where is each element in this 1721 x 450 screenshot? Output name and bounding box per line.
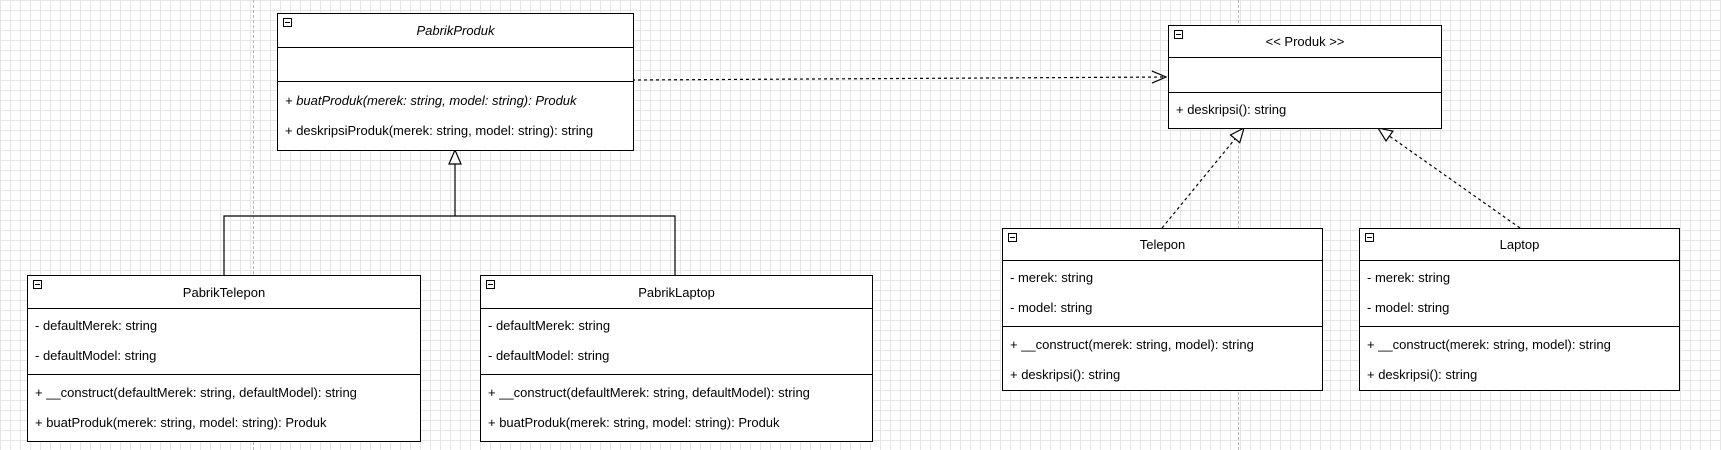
- generalization-connector-pabrik-telepon[interactable]: [223, 215, 455, 275]
- class-name: PabrikTelepon: [182, 284, 266, 300]
- attribute-row: - defaultMerek: string: [35, 318, 158, 333]
- methods-section: + __construct(defaultMerek: string, defa…: [28, 375, 420, 438]
- attribute-row: - defaultMerek: string: [488, 318, 611, 333]
- methods-section: + __construct(merek: string, model): str…: [1360, 327, 1679, 390]
- class-box-laptop[interactable]: Laptop - merek: string - model: string +…: [1359, 228, 1680, 391]
- class-header: PabrikTelepon: [28, 276, 420, 309]
- class-name: Telepon: [1139, 237, 1186, 252]
- attributes-section: - defaultMerek: string - defaultModel: s…: [28, 309, 420, 375]
- methods-section: + deskripsi(): string: [1169, 93, 1441, 125]
- collapse-toggle-icon[interactable]: [1008, 233, 1017, 242]
- attributes-section: [278, 48, 633, 82]
- generalization-connector-pabrik-laptop[interactable]: [455, 215, 676, 275]
- methods-section: + __construct(merek: string, model): str…: [1003, 327, 1322, 390]
- class-box-pabrik-laptop[interactable]: PabrikLaptop - defaultMerek: string - de…: [480, 275, 873, 442]
- class-box-telepon[interactable]: Telepon - merek: string - model: string …: [1002, 228, 1323, 391]
- method-row: + buatProduk(merek: string, model: strin…: [488, 415, 780, 430]
- attribute-row: - defaultModel: string: [35, 348, 157, 363]
- methods-section: + __construct(defaultMerek: string, defa…: [481, 375, 872, 438]
- method-row: + __construct(defaultMerek: string, defa…: [35, 385, 357, 400]
- class-name: PabrikProduk: [416, 23, 495, 38]
- dependency-connector[interactable]: [631, 77, 1166, 80]
- class-name: Laptop: [1499, 237, 1540, 252]
- canvas-guide-line: [1238, 0, 1239, 450]
- attributes-section: - merek: string - model: string: [1360, 261, 1679, 327]
- method-row: + __construct(merek: string, model): str…: [1367, 337, 1611, 352]
- class-name: << Produk >>: [1265, 34, 1345, 49]
- realization-connector-laptop[interactable]: [1378, 128, 1521, 229]
- method-row: + deskripsiProduk(merek: string, model: …: [285, 123, 594, 138]
- attribute-row: - model: string: [1010, 300, 1093, 315]
- collapse-toggle-icon[interactable]: [1365, 233, 1374, 242]
- method-row: + deskripsi(): string: [1176, 102, 1287, 117]
- collapse-toggle-icon[interactable]: [1174, 30, 1183, 39]
- class-header: PabrikLaptop: [481, 276, 872, 309]
- class-header: PabrikProduk: [278, 14, 633, 48]
- attributes-section: [1169, 58, 1441, 93]
- class-box-produk[interactable]: << Produk >> + deskripsi(): string: [1168, 25, 1442, 129]
- attribute-row: - merek: string: [1010, 270, 1094, 285]
- canvas-guide-line: [253, 0, 254, 450]
- attribute-row: - merek: string: [1367, 270, 1451, 285]
- method-row: + buatProduk(merek: string, model: strin…: [35, 415, 327, 430]
- method-row: + __construct(merek: string, model): str…: [1010, 337, 1254, 352]
- class-box-pabrik-produk[interactable]: PabrikProduk + buatProduk(merek: string,…: [277, 13, 634, 151]
- attribute-row: - model: string: [1367, 300, 1450, 315]
- class-box-pabrik-telepon[interactable]: PabrikTelepon - defaultMerek: string - d…: [27, 275, 421, 442]
- method-row: + deskripsi(): string: [1010, 367, 1121, 382]
- collapse-toggle-icon[interactable]: [283, 18, 292, 27]
- attributes-section: - defaultMerek: string - defaultModel: s…: [481, 309, 872, 375]
- method-row: + __construct(defaultMerek: string, defa…: [488, 385, 810, 400]
- realization-connector-telepon[interactable]: [1161, 128, 1244, 229]
- attributes-section: - merek: string - model: string: [1003, 261, 1322, 327]
- class-header: Laptop: [1360, 229, 1679, 261]
- collapse-toggle-icon[interactable]: [33, 280, 42, 289]
- class-name: PabrikLaptop: [638, 284, 715, 300]
- methods-section: + buatProduk(merek: string, model: strin…: [278, 82, 633, 146]
- attribute-row: - defaultModel: string: [488, 348, 610, 363]
- collapse-toggle-icon[interactable]: [486, 280, 495, 289]
- method-row: + buatProduk(merek: string, model: strin…: [285, 93, 577, 108]
- method-row: + deskripsi(): string: [1367, 367, 1478, 382]
- class-header: << Produk >>: [1169, 26, 1441, 58]
- class-header: Telepon: [1003, 229, 1322, 261]
